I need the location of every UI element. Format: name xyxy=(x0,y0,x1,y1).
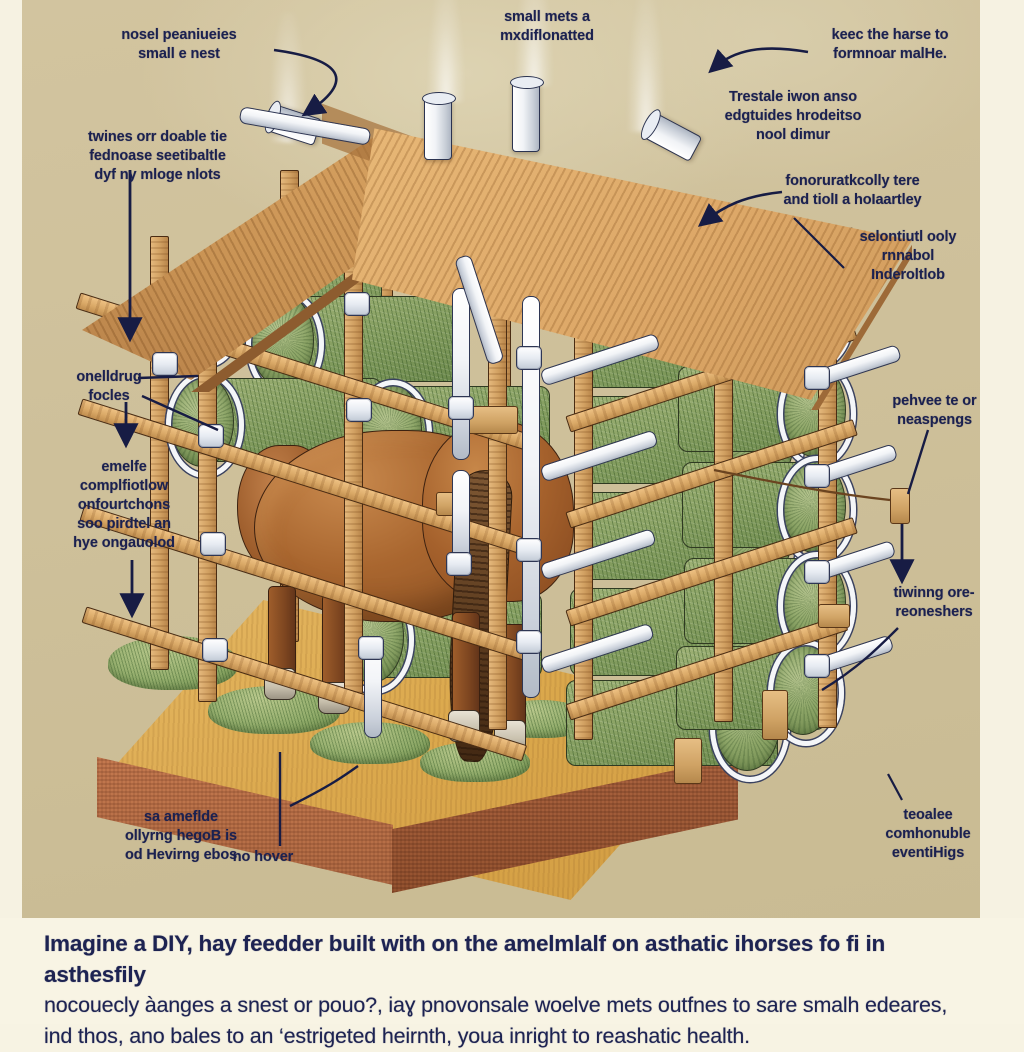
pvc-pipe xyxy=(522,296,540,698)
annotation-top-left-nest: nosel peaniueies small e nest xyxy=(121,27,237,62)
pvc-coupler xyxy=(200,532,226,556)
pvc-coupler xyxy=(202,638,228,662)
annotation-right-rotate: fonoruratkcolly tere and tiolI a hoIaart… xyxy=(783,173,922,208)
pvc-coupler xyxy=(446,552,472,576)
annotation-bottom-left-height: sa ameflde ollyrng hegoB is od Hevirng e… xyxy=(124,809,238,863)
illustration-panel: nosel peaniueies small e nest small mets… xyxy=(22,0,980,918)
pvc-coupler xyxy=(516,346,542,370)
caption-line-2: nocouecly àanges a snest or pouo?, iaɣ p… xyxy=(44,993,948,1017)
wood-peg xyxy=(890,488,910,524)
pvc-coupler xyxy=(804,560,830,584)
annotation-right-shelves: pehvee te or neaspengs xyxy=(892,393,977,428)
annotation-left-twine-slots: twines orr doable tie fednoase seetibalt… xyxy=(88,129,227,183)
caption-area xyxy=(0,918,1024,1024)
roof-vent-pipe xyxy=(422,92,456,160)
pvc-coupler xyxy=(358,636,384,660)
annotation-right-trestle: Trestale iwon anso edgtuides hrodeitso n… xyxy=(724,89,862,143)
annotation-top-right-horse: keec the harse to formnoar malHe. xyxy=(831,27,949,62)
dust-wisp xyxy=(516,0,552,86)
diagram-page: nosel peaniueies small e nest small mets… xyxy=(0,0,1024,1024)
pvc-coupler xyxy=(804,464,830,488)
wood-cleat xyxy=(674,738,702,784)
annotation-top-center-nets: small mets a mxdiflonatted xyxy=(500,9,594,44)
annotation-right-twine: tiwinng ore- reoneshers xyxy=(893,585,975,620)
annotation-left-overhang: onelldrug focles xyxy=(76,369,142,404)
pvc-coupler xyxy=(346,398,372,422)
pvc-coupler xyxy=(448,396,474,420)
wood-cleat xyxy=(818,604,850,628)
pvc-pipe xyxy=(452,470,470,564)
wood-cleat xyxy=(466,406,518,434)
pvc-coupler xyxy=(152,352,178,376)
pvc-pipe xyxy=(452,288,470,460)
pvc-coupler xyxy=(198,424,224,448)
pvc-coupler xyxy=(804,366,830,390)
pvc-coupler xyxy=(516,538,542,562)
annotation-bottom-hover: no hover xyxy=(232,849,294,865)
annotation-left-airflow: emelfe complfiotlow onfourtchons soo pir… xyxy=(73,459,175,551)
roof-vent-pipe xyxy=(510,76,544,152)
pvc-coupler xyxy=(344,292,370,316)
caption-line-1: Imagine a DIY, hay feedder built with on… xyxy=(44,931,886,987)
pvc-coupler xyxy=(516,630,542,654)
dust-wisp xyxy=(428,0,464,102)
caption-block: Imagine a DIY, hay feedder built with on… xyxy=(44,928,988,1052)
roof-vent-pipe xyxy=(641,111,703,163)
wood-cleat xyxy=(762,690,788,740)
annotation-bottom-right-events: teoalee comhonuble eventiHigs xyxy=(885,807,971,861)
pvc-coupler xyxy=(804,654,830,678)
caption-line-3: ind thos, ano bales to an ‘estrigeted he… xyxy=(44,1024,750,1048)
annotation-right-durable: selontiutl ooly rnnabol Inderoltlob xyxy=(859,229,957,283)
